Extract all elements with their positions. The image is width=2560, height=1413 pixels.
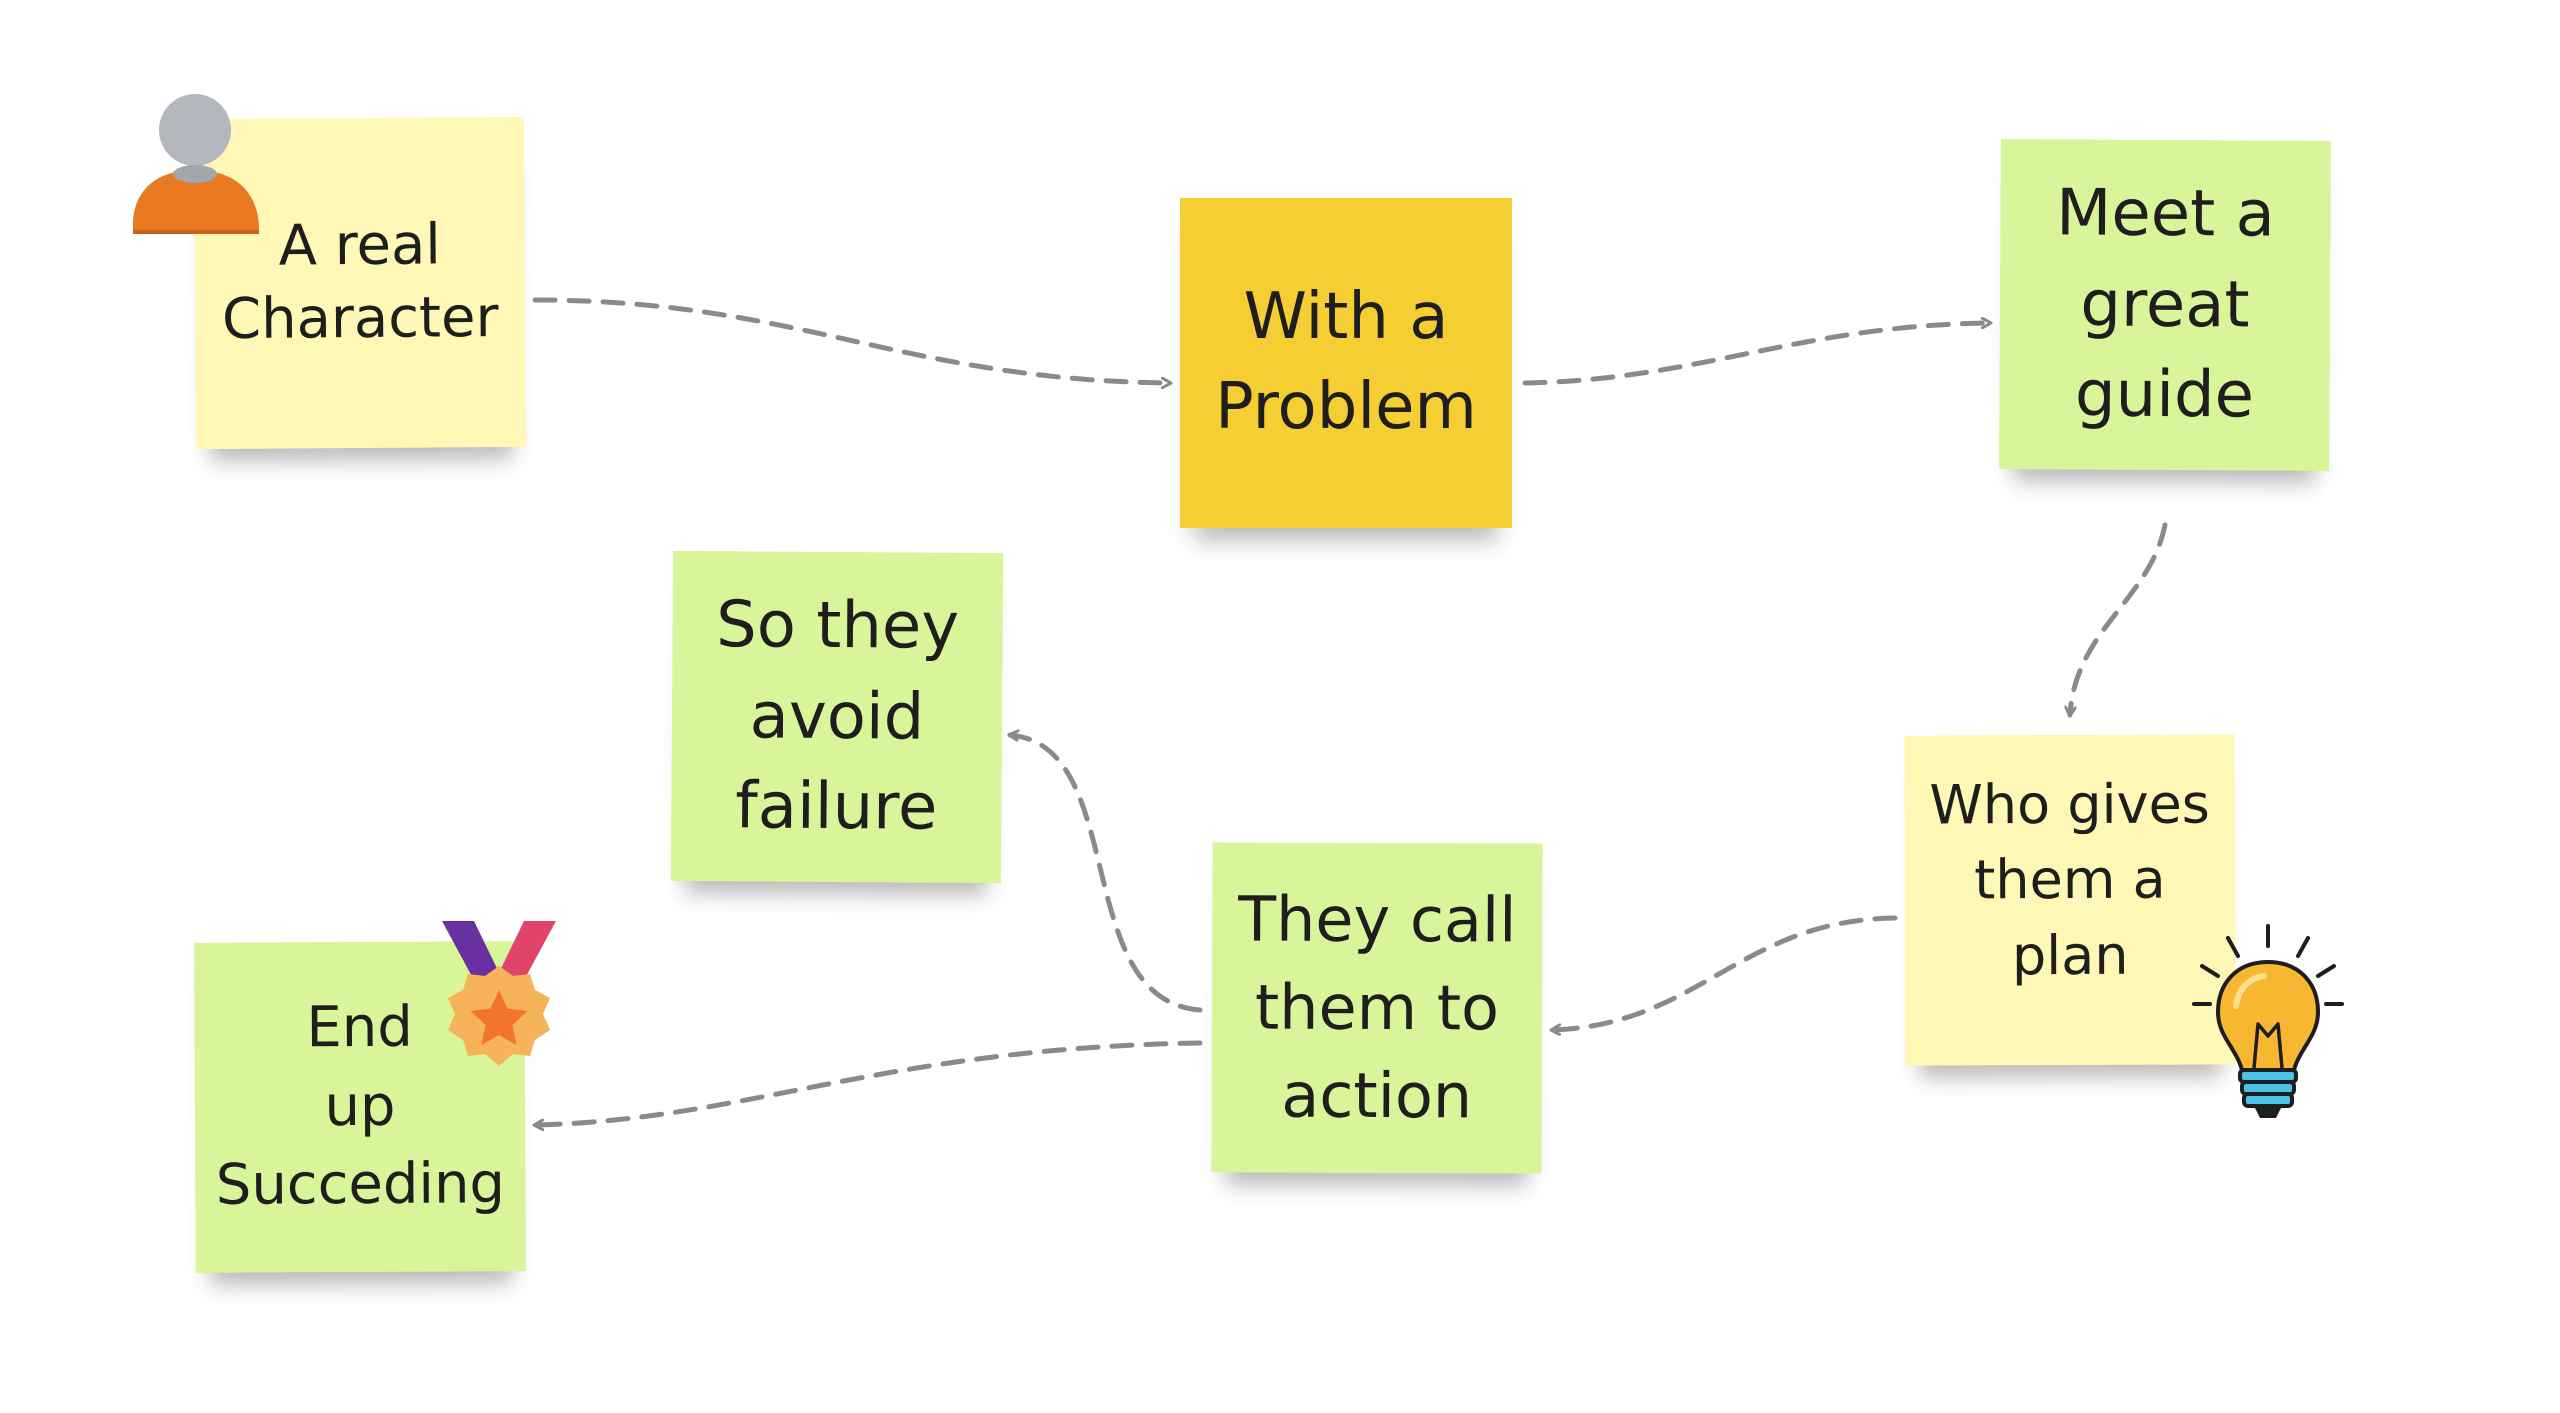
lightbulb-icon xyxy=(2192,924,2344,1118)
sticky-note-text: Who gives them a plan xyxy=(1929,772,2210,987)
connector-action-to-failure xyxy=(1007,735,1203,1013)
connector-plan-to-action xyxy=(1549,915,1898,1030)
person-icon xyxy=(132,94,259,234)
sticky-note-text: Meet a great guide xyxy=(2055,176,2275,433)
sticky-note-text: They call them to action xyxy=(1238,882,1517,1133)
sticky-note-problem[interactable]: With a Problem xyxy=(1180,198,1512,528)
sticky-note-action[interactable]: They call them to action xyxy=(1211,842,1543,1174)
connector-action-to-success xyxy=(532,1040,1203,1125)
sticky-note-plan[interactable]: Who gives them a plan xyxy=(1904,734,2236,1066)
connector-problem-to-guide xyxy=(1522,323,1993,386)
connector-guide-to-plan xyxy=(2070,522,2168,718)
sticky-note-guide[interactable]: Meet a great guide xyxy=(1999,139,2331,471)
medal-icon xyxy=(442,921,556,1066)
sticky-note-failure[interactable]: So they avoid failure xyxy=(670,550,1004,884)
sticky-note-text: So they avoid failure xyxy=(715,587,960,846)
connector-character-to-problem xyxy=(532,297,1173,383)
sticky-note-text: With a Problem xyxy=(1215,280,1477,444)
